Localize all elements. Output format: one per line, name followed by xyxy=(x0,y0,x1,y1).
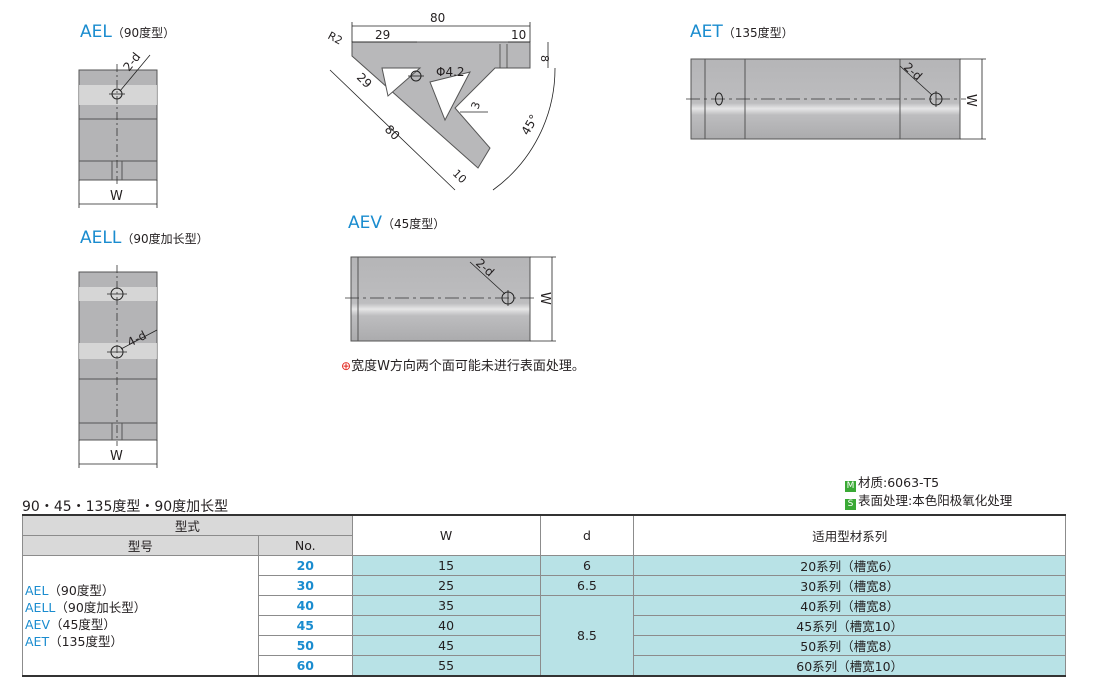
aev-title: AEV（45度型） xyxy=(348,213,446,233)
header-series: 适用型材系列 xyxy=(633,514,1066,556)
aev-angle-drawing: 80 29 R2 10 8 Φ4.2 29 80 3 10 45° xyxy=(326,11,556,191)
cell-d: 6 xyxy=(539,555,635,576)
cell-no: 30 xyxy=(257,575,353,596)
aev-drawing: 2-d W xyxy=(345,256,556,342)
cell-series: 60系列（槽宽10） xyxy=(633,655,1066,677)
aell-drawing: 4-d W xyxy=(78,265,158,468)
cell-no: 60 xyxy=(257,655,353,677)
aev-dim-bottom: 10 xyxy=(450,167,469,186)
cell-series: 30系列（槽宽8） xyxy=(633,575,1066,596)
table-title: 90・45・135度型・90度加长型 xyxy=(22,499,229,515)
aev-dim-r: R2 xyxy=(326,29,345,47)
cell-d: 8.5 xyxy=(539,595,635,677)
cell-no: 40 xyxy=(257,595,353,616)
ael-title: AEL（90度型） xyxy=(80,22,176,42)
aet-w-label: W xyxy=(963,94,978,107)
spec-table: 型式 W d 适用型材系列 型号 No. AEL（90度型） AELL（90度加… xyxy=(22,514,1066,677)
header-no: No. xyxy=(257,535,353,556)
aev-dim-angle: 45° xyxy=(518,112,541,137)
material-text: 材质:6063-T5 xyxy=(858,475,940,490)
cell-w: 55 xyxy=(351,655,541,677)
aell-w-label: W xyxy=(110,449,123,464)
surface-note: ⊕宽度W方向两个面可能未进行表面处理。 xyxy=(341,359,585,374)
header-model: 型号 xyxy=(22,535,259,556)
cell-series: 40系列（槽宽8） xyxy=(633,595,1066,616)
cell-w: 25 xyxy=(351,575,541,596)
header-d: d xyxy=(539,514,635,556)
aev-dim-diag2: 80 xyxy=(382,122,403,143)
header-w: W xyxy=(351,514,541,556)
cell-no: 45 xyxy=(257,615,353,636)
surface-icon: S xyxy=(845,499,856,510)
cell-d: 6.5 xyxy=(539,575,635,596)
aell-title: AELL（90度加长型） xyxy=(80,228,209,248)
ael-w-label: W xyxy=(110,189,123,204)
cell-w: 15 xyxy=(351,555,541,576)
aev-dim-top: 80 xyxy=(430,11,445,25)
aev-dim-right-top: 10 xyxy=(511,28,526,42)
cell-no: 20 xyxy=(257,555,353,576)
aet-drawing: 2-d W xyxy=(686,58,986,140)
aet-title: AET（135度型） xyxy=(690,22,794,42)
aev-dim-left-top: 29 xyxy=(375,28,390,42)
type-list: AEL（90度型） AELL（90度加长型） AEV（45度型） AET（135… xyxy=(22,555,259,677)
material-icon: M xyxy=(845,481,856,492)
cell-w: 45 xyxy=(351,635,541,656)
cell-no: 50 xyxy=(257,635,353,656)
warning-icon: ⊕ xyxy=(341,359,352,373)
aev-dim-hole: Φ4.2 xyxy=(436,65,465,79)
aev-dim-right-side: 8 xyxy=(538,55,551,62)
aev-dim-thick: 3 xyxy=(469,100,484,111)
surface-text: 表面处理:本色阳极氧化处理 xyxy=(858,493,1013,508)
aev-w-label: W xyxy=(537,292,552,305)
cell-series: 20系列（槽宽6） xyxy=(633,555,1066,576)
cell-series: 45系列（槽宽10） xyxy=(633,615,1066,636)
drawings: 2-d W 4-d W 80 xyxy=(78,11,986,468)
cell-w: 35 xyxy=(351,595,541,616)
cell-series: 50系列（槽宽8） xyxy=(633,635,1066,656)
header-type: 型式 xyxy=(22,514,353,536)
cell-w: 40 xyxy=(351,615,541,636)
ael-drawing: 2-d W xyxy=(78,50,158,208)
